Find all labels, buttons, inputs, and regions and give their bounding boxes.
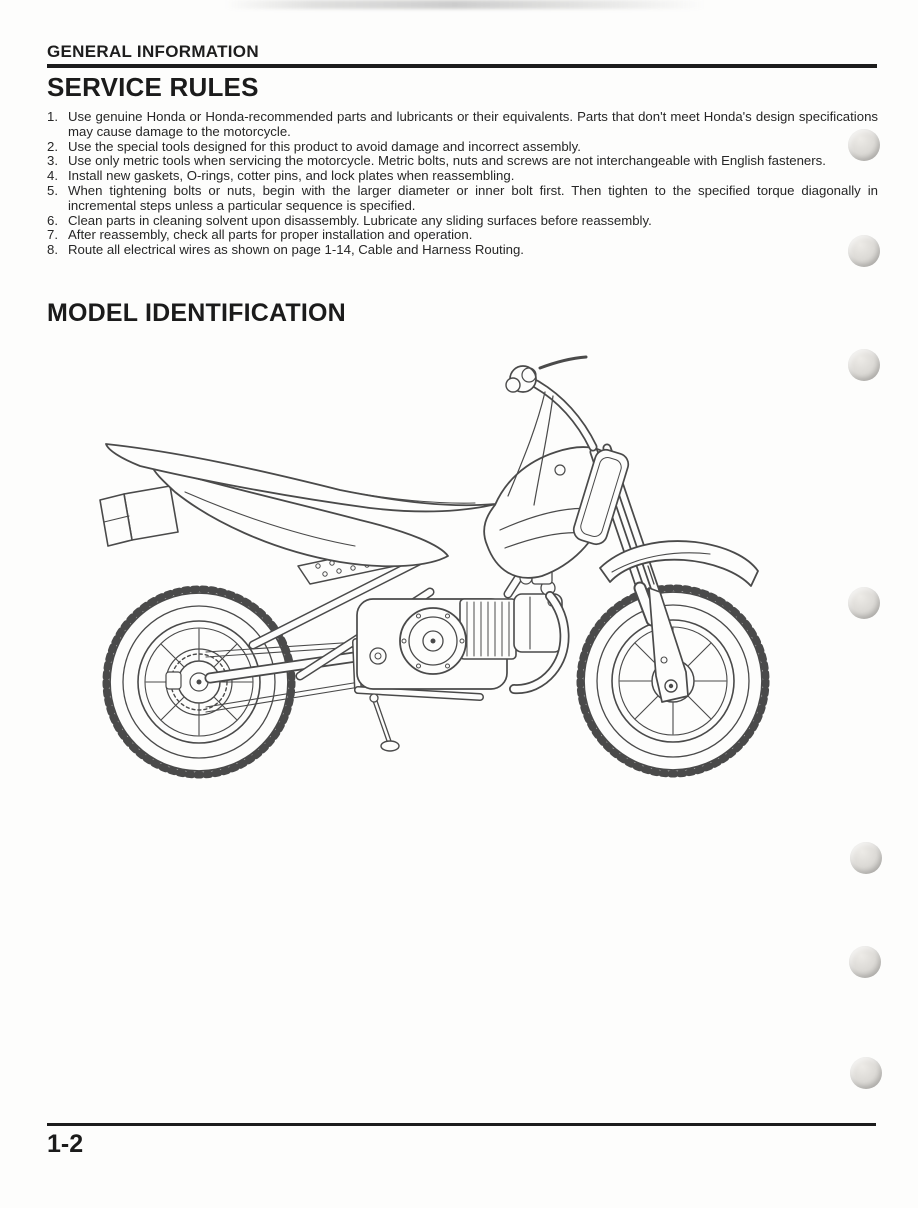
muffler-drawing bbox=[99, 485, 179, 547]
header-divider bbox=[47, 64, 877, 68]
service-rules-list: 1. Use genuine Honda or Honda-recommende… bbox=[47, 109, 878, 258]
kickstand-drawing bbox=[369, 693, 400, 752]
binder-hole bbox=[849, 946, 881, 978]
page-number: 1-2 bbox=[47, 1130, 84, 1158]
model-identification-figure bbox=[85, 340, 775, 820]
rule-text: Route all electrical wires as shown on p… bbox=[68, 242, 524, 258]
engine-drawing bbox=[356, 567, 570, 695]
service-rule-item: 4. Install new gaskets, O-rings, cotter … bbox=[47, 168, 878, 184]
binder-hole bbox=[850, 1057, 882, 1089]
rule-number: 1. bbox=[47, 109, 58, 124]
rule-text: Use only metric tools when servicing the… bbox=[68, 153, 826, 169]
rule-text: Use genuine Honda or Honda-recommended p… bbox=[68, 109, 878, 139]
binder-hole bbox=[848, 349, 880, 381]
rule-text: Use the special tools designed for this … bbox=[68, 138, 581, 154]
rule-number: 5. bbox=[47, 182, 58, 198]
number-plate-drawing bbox=[572, 448, 630, 546]
rule-text: Install new gaskets, O-rings, cotter pin… bbox=[68, 168, 515, 184]
front-fender-drawing bbox=[599, 540, 759, 587]
scan-artifact bbox=[225, 0, 705, 9]
binder-hole bbox=[848, 587, 880, 619]
binder-hole bbox=[850, 842, 882, 874]
rule-text: When tightening bolts or nuts, begin wit… bbox=[68, 182, 878, 213]
rule-number: 2. bbox=[47, 138, 58, 154]
binder-hole bbox=[848, 129, 880, 161]
rule-number: 3. bbox=[47, 153, 58, 169]
service-rule-item: 6. Clean parts in cleaning solvent upon … bbox=[47, 212, 878, 229]
motorcycle-illustration bbox=[99, 355, 770, 779]
rule-text: Clean parts in cleaning solvent upon dis… bbox=[68, 212, 652, 228]
rear-wheel-drawing bbox=[102, 585, 296, 779]
rule-text: After reassembly, check all parts for pr… bbox=[68, 227, 473, 243]
service-rule-item: 3. Use only metric tools when servicing … bbox=[47, 154, 878, 169]
binder-hole bbox=[848, 235, 880, 267]
rule-number: 7. bbox=[47, 227, 58, 243]
section-header: GENERAL INFORMATION bbox=[47, 42, 259, 61]
service-rules-title: SERVICE RULES bbox=[47, 72, 259, 102]
service-rule-item: 7. After reassembly, check all parts for… bbox=[47, 228, 878, 243]
service-rule-item: 1. Use genuine Honda or Honda-recommende… bbox=[47, 109, 878, 140]
side-panel-drawing bbox=[151, 465, 449, 568]
rule-number: 6. bbox=[47, 212, 58, 228]
rule-number: 8. bbox=[47, 242, 58, 258]
rule-number: 4. bbox=[47, 168, 58, 184]
fork-leg-drawing bbox=[648, 587, 689, 703]
footer-divider bbox=[47, 1123, 876, 1126]
model-identification-title: MODEL IDENTIFICATION bbox=[47, 299, 346, 327]
service-rule-item: 2. Use the special tools designed for th… bbox=[47, 138, 878, 155]
service-rule-item: 8. Route all electrical wires as shown o… bbox=[47, 242, 878, 258]
handlebar-drawing bbox=[505, 355, 598, 506]
service-rule-item: 5. When tightening bolts or nuts, begin … bbox=[47, 182, 878, 214]
